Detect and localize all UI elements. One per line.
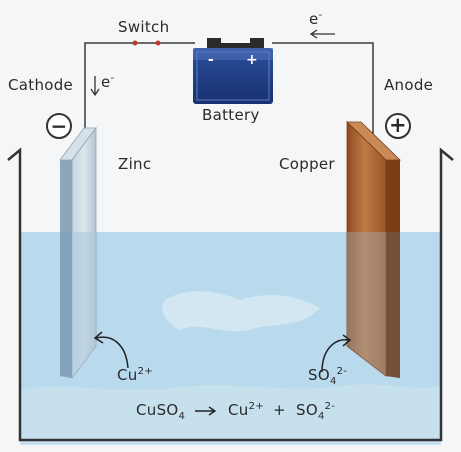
beaker <box>7 147 454 442</box>
zinc-label: Zinc <box>118 155 152 173</box>
wire-left <box>84 42 195 150</box>
so4-ion-arrow <box>321 334 352 373</box>
electron-label-right: e- <box>309 10 323 28</box>
equation-arrow-icon <box>195 406 217 416</box>
battery-minus-label: - <box>207 52 215 68</box>
zinc-electrode <box>59 126 97 380</box>
negative-terminal-symbol: − <box>50 114 68 138</box>
equation-reactant: CuSO4 <box>136 401 186 422</box>
electron-arrow-down <box>90 76 100 97</box>
electron-arrow-left <box>309 29 335 39</box>
anode-label: Anode <box>384 76 434 94</box>
switch-contact-left <box>132 40 138 46</box>
cu-ion-label: Cu2+ <box>117 366 153 384</box>
copper-label: Copper <box>279 155 335 173</box>
battery-label: Battery <box>202 106 260 124</box>
equation-product-so4: SO42- <box>296 401 336 422</box>
positive-terminal-icon <box>385 113 411 139</box>
equation-product-cu: Cu2+ <box>228 401 264 419</box>
battery-icon <box>193 38 273 104</box>
solution-bottom-shade <box>20 384 441 445</box>
battery-terminal-labels: -+ <box>201 52 265 68</box>
positive-terminal-symbol: + <box>389 113 407 137</box>
wire-right <box>272 42 374 150</box>
electron-label-left: e- <box>101 73 115 91</box>
copper-electrode <box>346 121 401 378</box>
so4-ion-label: SO42- <box>308 366 348 387</box>
negative-terminal-icon <box>46 113 72 139</box>
equation-plus: + <box>273 401 286 419</box>
switch-label: Switch <box>118 18 170 36</box>
switch-contact-right <box>155 40 161 46</box>
battery-plus-label: + <box>246 52 259 68</box>
solution-highlight <box>162 291 320 332</box>
cu-ion-arrow <box>93 331 129 369</box>
cathode-label: Cathode <box>8 76 74 94</box>
